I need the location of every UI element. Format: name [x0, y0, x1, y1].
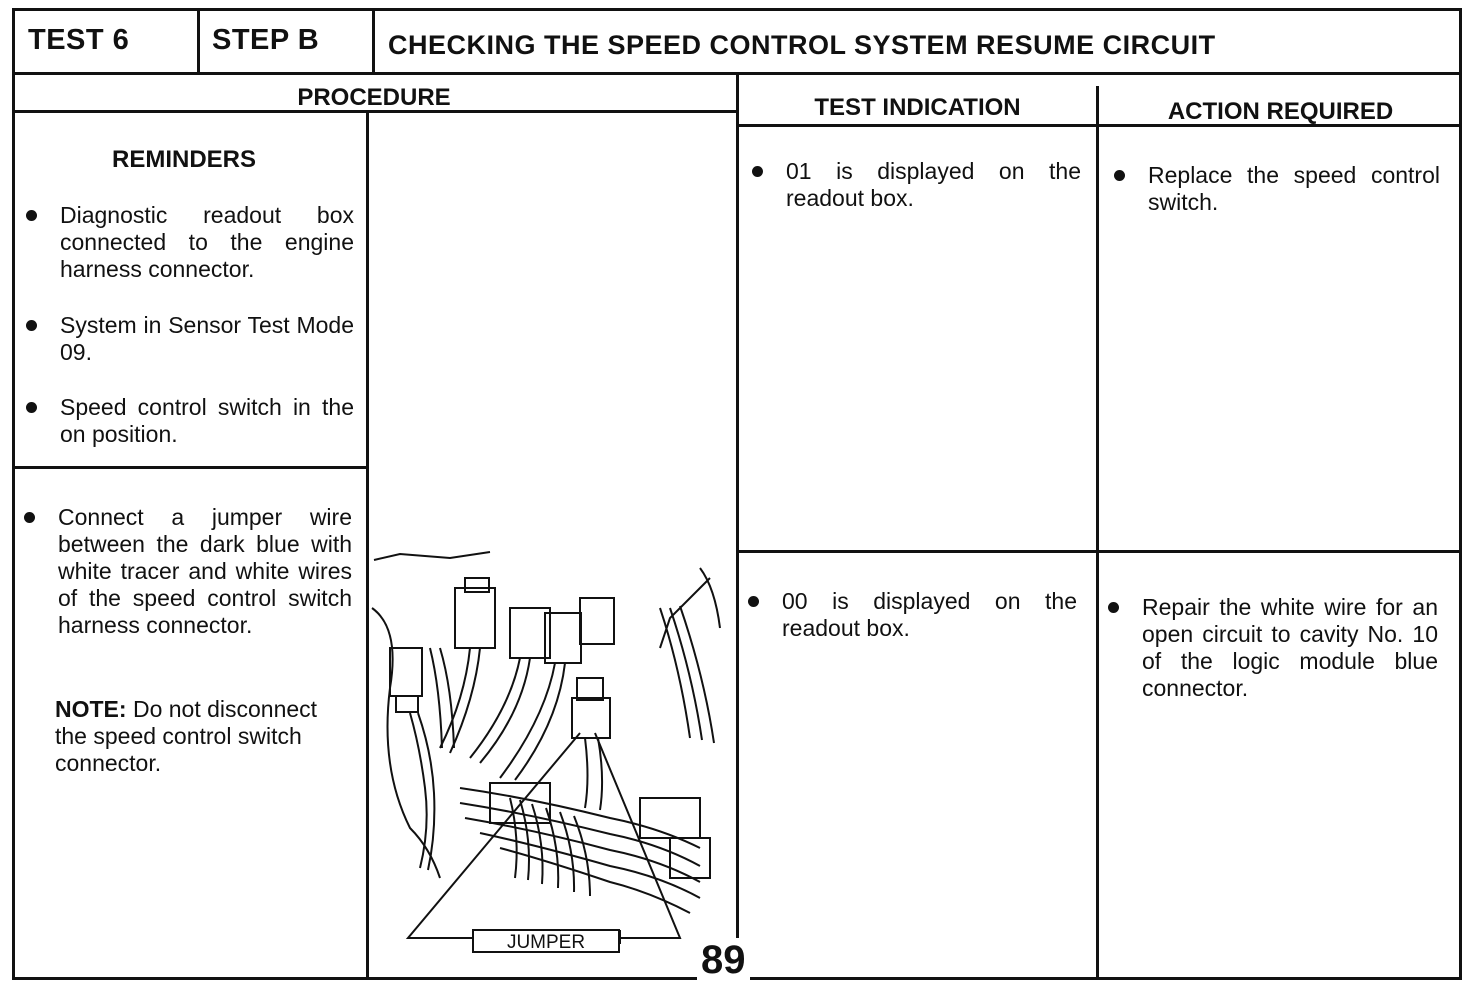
column-divider-procedure	[736, 72, 739, 980]
column-divider-action	[1096, 86, 1099, 980]
step-label: STEP B	[212, 24, 320, 56]
procedure-step: Connect a jumper wire between the dark b…	[24, 504, 352, 638]
test-number: TEST 6	[28, 24, 130, 56]
reminders-bottom-rule	[12, 466, 369, 469]
procedure-note: NOTE: Do not disconnect the speed contro…	[55, 696, 355, 777]
action-required-header: ACTION REQUIRED	[1167, 98, 1394, 125]
procedure-header: PROCEDURE	[297, 84, 451, 111]
header-divider-1	[197, 8, 200, 74]
wiring-harness-illustration	[371, 551, 721, 944]
page-title: CHECKING THE SPEED CONTROL SYSTEM RESUME…	[388, 30, 1216, 60]
page-number: 89	[697, 938, 750, 983]
note-label: NOTE:	[55, 696, 127, 722]
note-text: Do not disconnect the speed control swit…	[55, 696, 318, 776]
action-item: Repair the white wire for an open circui…	[1108, 594, 1438, 701]
results-divider	[736, 550, 1462, 553]
reminders-heading: REMINDERS	[112, 146, 257, 173]
action-item: Replace the speed control switch.	[1114, 162, 1440, 215]
reminder-item: Diagnostic readout box connected to the …	[26, 202, 354, 282]
column-header-rule-right	[736, 124, 1462, 127]
test-indication-header: TEST INDICATION	[814, 94, 1021, 121]
procedure-inner-divider	[366, 110, 369, 980]
jumper-label: JUMPER	[472, 929, 620, 953]
test-indication-item: 01 is displayed on the readout box.	[752, 158, 1081, 211]
header-divider-2	[372, 8, 375, 74]
reminder-item: System in Sensor Test Mode 09.	[26, 312, 354, 365]
test-indication-item: 00 is displayed on the readout box.	[748, 588, 1077, 641]
reminder-item: Speed control switch in the on position.	[26, 394, 354, 447]
column-header-rule-left	[12, 110, 739, 113]
